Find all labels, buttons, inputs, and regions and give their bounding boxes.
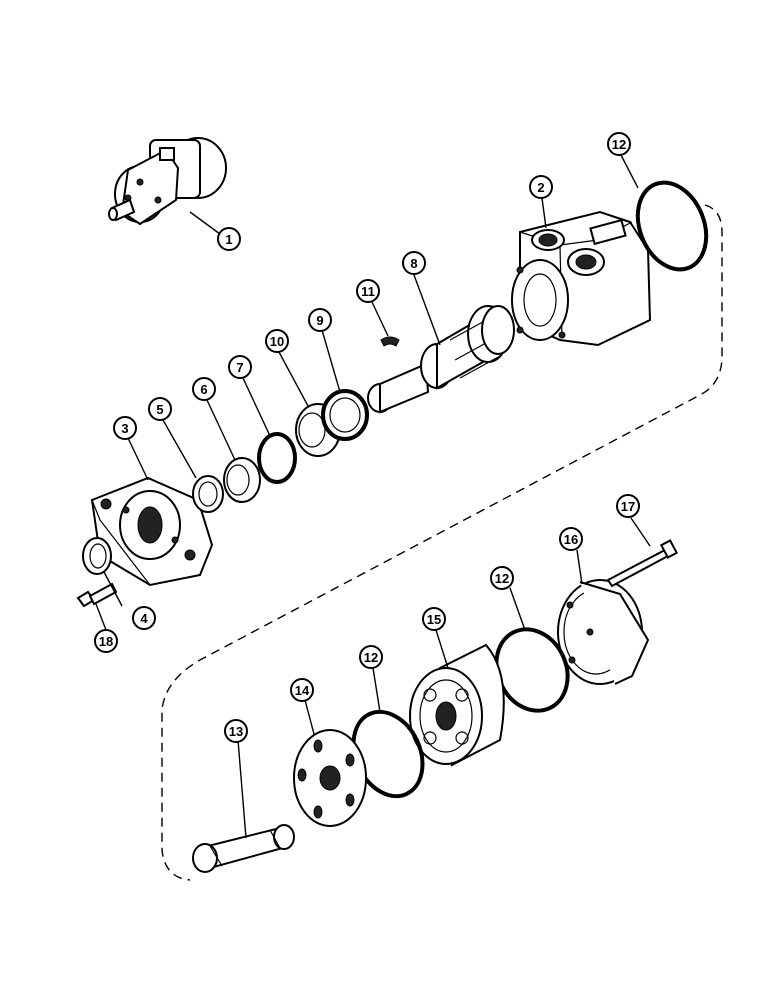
callout-10: 10 bbox=[265, 329, 289, 353]
callout-12-top: 12 bbox=[607, 132, 631, 156]
callout-3-label: 3 bbox=[121, 421, 128, 436]
callout-7-label: 7 bbox=[236, 360, 243, 375]
part-9-needle-bearing bbox=[321, 389, 369, 441]
part-5-washer bbox=[192, 475, 224, 513]
leader-lines bbox=[95, 154, 651, 839]
callout-15-label: 15 bbox=[427, 612, 441, 627]
part-18-bolt bbox=[76, 582, 118, 608]
callout-13-label: 13 bbox=[229, 724, 243, 739]
part-2-housing bbox=[511, 210, 652, 347]
callout-17-label: 17 bbox=[621, 499, 635, 514]
callout-5-label: 5 bbox=[156, 402, 163, 417]
callout-18-label: 18 bbox=[99, 634, 113, 649]
part-6-bushing bbox=[223, 457, 261, 503]
callout-5: 5 bbox=[148, 397, 172, 421]
callout-12-middle: 12 bbox=[490, 566, 514, 590]
callout-14-label: 14 bbox=[295, 683, 310, 698]
callout-1: 1 bbox=[217, 227, 241, 251]
callout-13: 13 bbox=[224, 719, 248, 743]
callout-12-top-label: 12 bbox=[612, 137, 626, 152]
callout-6: 6 bbox=[192, 377, 216, 401]
callout-14: 14 bbox=[290, 678, 314, 702]
part-8-shaft bbox=[367, 305, 515, 414]
callout-2: 2 bbox=[529, 175, 553, 199]
part-15-gerotor-set bbox=[409, 643, 505, 767]
group-boundary-dashed-line bbox=[161, 204, 723, 881]
callout-7: 7 bbox=[228, 355, 252, 379]
callout-17: 17 bbox=[616, 494, 640, 518]
callout-12-lower-label: 12 bbox=[364, 650, 378, 665]
callout-4: 4 bbox=[132, 606, 156, 630]
callout-16-label: 16 bbox=[564, 532, 578, 547]
part-12-o-ring-top bbox=[635, 180, 709, 272]
callout-3: 3 bbox=[113, 416, 137, 440]
callout-11: 11 bbox=[356, 279, 380, 303]
callout-4-label: 4 bbox=[140, 611, 148, 626]
part-17-bolt bbox=[606, 539, 679, 588]
callout-12-lower: 12 bbox=[359, 645, 383, 669]
callout-6-label: 6 bbox=[200, 382, 207, 397]
callout-10-label: 10 bbox=[270, 334, 284, 349]
callout-1-label: 1 bbox=[225, 232, 232, 247]
part-13-drive-shaft bbox=[192, 824, 295, 873]
callout-11-label: 11 bbox=[361, 284, 375, 299]
callout-9: 9 bbox=[308, 308, 332, 332]
part-11-key bbox=[380, 336, 400, 347]
callout-9-label: 9 bbox=[316, 313, 323, 328]
callout-2-label: 2 bbox=[537, 180, 544, 195]
part-14-wear-plate bbox=[293, 729, 367, 827]
part-3-mounting-flange bbox=[90, 476, 214, 587]
part-1-motor-assembly bbox=[108, 137, 227, 226]
callout-15: 15 bbox=[422, 607, 446, 631]
callout-8-label: 8 bbox=[410, 256, 417, 271]
callout-8: 8 bbox=[402, 251, 426, 275]
callout-18: 18 bbox=[94, 629, 118, 653]
callout-12-middle-label: 12 bbox=[495, 571, 509, 586]
part-4-seal bbox=[82, 537, 112, 575]
part-7-ring bbox=[257, 432, 297, 484]
callout-16: 16 bbox=[559, 527, 583, 551]
part-16-end-cap bbox=[557, 579, 650, 685]
